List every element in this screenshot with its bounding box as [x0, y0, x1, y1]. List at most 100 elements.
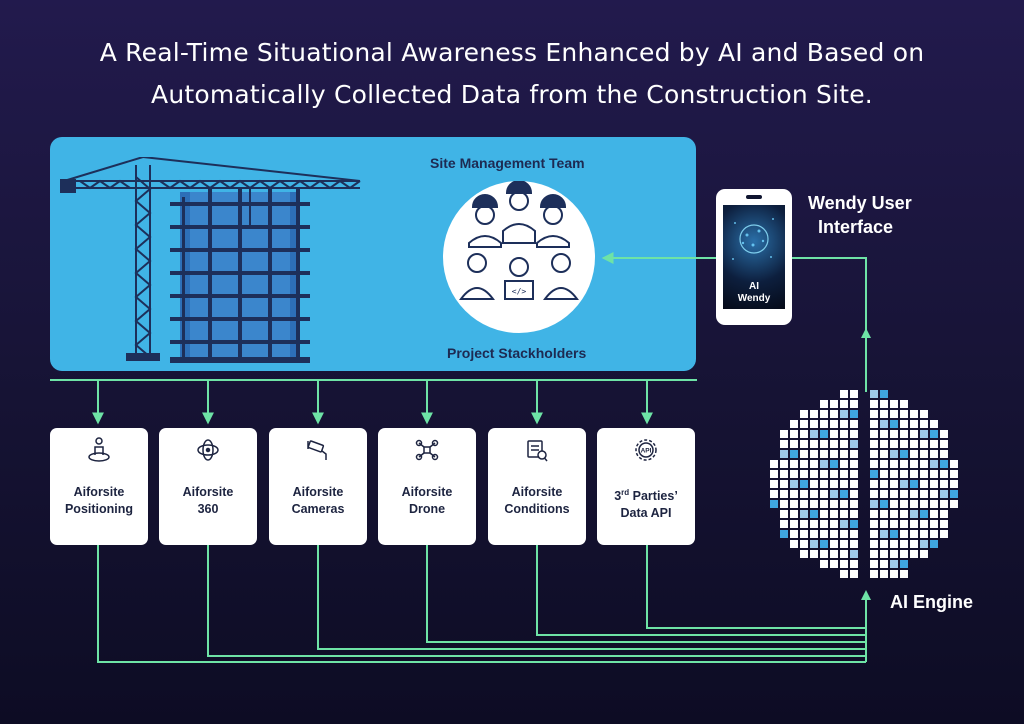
brain-pixel: [880, 470, 888, 478]
brain-pixel: [890, 460, 898, 468]
card-label: 3rd Parties’ Data API: [597, 484, 695, 522]
brain-pixel: [890, 440, 898, 448]
card-label-line-2: 360: [197, 502, 219, 516]
brain-pixel: [880, 450, 888, 458]
brain-pixel: [920, 410, 928, 418]
brain-pixel: [880, 410, 888, 418]
brain-pixel: [850, 510, 858, 518]
brain-pixel: [880, 530, 888, 538]
card-label-rest: Parties’: [629, 489, 678, 504]
wendy-label-line-2: Interface: [818, 217, 894, 237]
brain-pixel: [840, 450, 848, 458]
brain-pixel: [840, 570, 848, 578]
screen-label: AI Wendy: [723, 281, 785, 305]
brain-pixel: [920, 490, 928, 498]
workers-team-icon: </>: [459, 180, 579, 300]
brain-pixel: [800, 540, 808, 548]
brain-pixel: [940, 500, 948, 508]
brain-pixel: [830, 400, 838, 408]
brain-pixel: [910, 460, 918, 468]
brain-pixel: [880, 560, 888, 568]
brain-pixel: [900, 490, 908, 498]
brain-pixel: [790, 530, 798, 538]
construction-site-panel: Site Management Team </>: [50, 137, 696, 371]
brain-pixel: [890, 490, 898, 498]
brain-pixel: [940, 490, 948, 498]
brain-pixel: [820, 490, 828, 498]
brain-pixel: [790, 420, 798, 428]
brain-pixel: [790, 490, 798, 498]
brain-pixel: [900, 460, 908, 468]
phone-notch: [746, 195, 762, 199]
brain-pixel: [790, 430, 798, 438]
ai-brain-icon: [770, 390, 958, 578]
brain-pixel: [900, 440, 908, 448]
card-label-ordinal: rd: [621, 488, 630, 497]
project-stakeholders-label: Project Stackholders: [447, 345, 587, 361]
brain-pixel: [890, 520, 898, 528]
title-line-2: Automatically Collected Data from the Co…: [151, 80, 873, 109]
brain-pixel: [930, 430, 938, 438]
brain-pixel: [800, 530, 808, 538]
brain-pixel: [870, 470, 878, 478]
brain-pixel: [880, 490, 888, 498]
brain-pixel: [850, 430, 858, 438]
brain-pixel: [940, 530, 948, 538]
brain-pixel: [920, 500, 928, 508]
brain-pixel: [880, 500, 888, 508]
brain-pixel: [900, 520, 908, 528]
brain-pixel: [920, 480, 928, 488]
brain-pixel: [810, 410, 818, 418]
brain-pixel: [880, 570, 888, 578]
brain-pixel: [810, 530, 818, 538]
brain-pixel: [790, 470, 798, 478]
brain-pixel: [810, 420, 818, 428]
brain-pixel: [910, 490, 918, 498]
card-label-number: 3: [614, 489, 622, 504]
brain-pixel: [870, 570, 878, 578]
brain-pixel: [880, 390, 888, 398]
card-label: Aiforsite Positioning: [50, 484, 148, 518]
brain-pixel: [830, 510, 838, 518]
brain-pixel: [910, 430, 918, 438]
brain-pixel: [850, 530, 858, 538]
brain-pixel: [850, 520, 858, 528]
brain-pixel: [830, 540, 838, 548]
brain-pixel: [830, 410, 838, 418]
brain-pixel: [900, 400, 908, 408]
brain-pixel: [820, 560, 828, 568]
brain-pixel: [930, 540, 938, 548]
brain-pixel: [910, 440, 918, 448]
brain-pixel: [780, 430, 788, 438]
crane-building-icon: [60, 157, 361, 363]
brain-pixel: [810, 540, 818, 548]
brain-pixel: [870, 410, 878, 418]
brain-pixel: [850, 440, 858, 448]
brain-pixel: [820, 500, 828, 508]
brain-pixel: [830, 480, 838, 488]
brain-pixel: [910, 530, 918, 538]
card-aiforsite-cameras: Aiforsite Cameras: [269, 428, 367, 545]
brain-pixel: [790, 500, 798, 508]
brain-pixel: [830, 440, 838, 448]
brain-pixel: [840, 390, 848, 398]
brain-pixel: [870, 400, 878, 408]
brain-pixel: [800, 470, 808, 478]
brain-pixel: [890, 470, 898, 478]
brain-pixel: [870, 460, 878, 468]
brain-pixel: [790, 520, 798, 528]
brain-pixel: [880, 540, 888, 548]
brain-pixel: [920, 430, 928, 438]
brain-pixel: [950, 470, 958, 478]
brain-pixel: [950, 460, 958, 468]
brain-pixel: [800, 430, 808, 438]
brain-pixel: [850, 500, 858, 508]
brain-pixel: [820, 430, 828, 438]
brain-pixel: [800, 490, 808, 498]
brain-pixel: [840, 540, 848, 548]
brain-pixel: [800, 460, 808, 468]
brain-pixel: [910, 500, 918, 508]
card-label: Aiforsite Conditions: [488, 484, 586, 518]
card-label-line-2: Cameras: [291, 502, 345, 516]
brain-pixel: [890, 540, 898, 548]
